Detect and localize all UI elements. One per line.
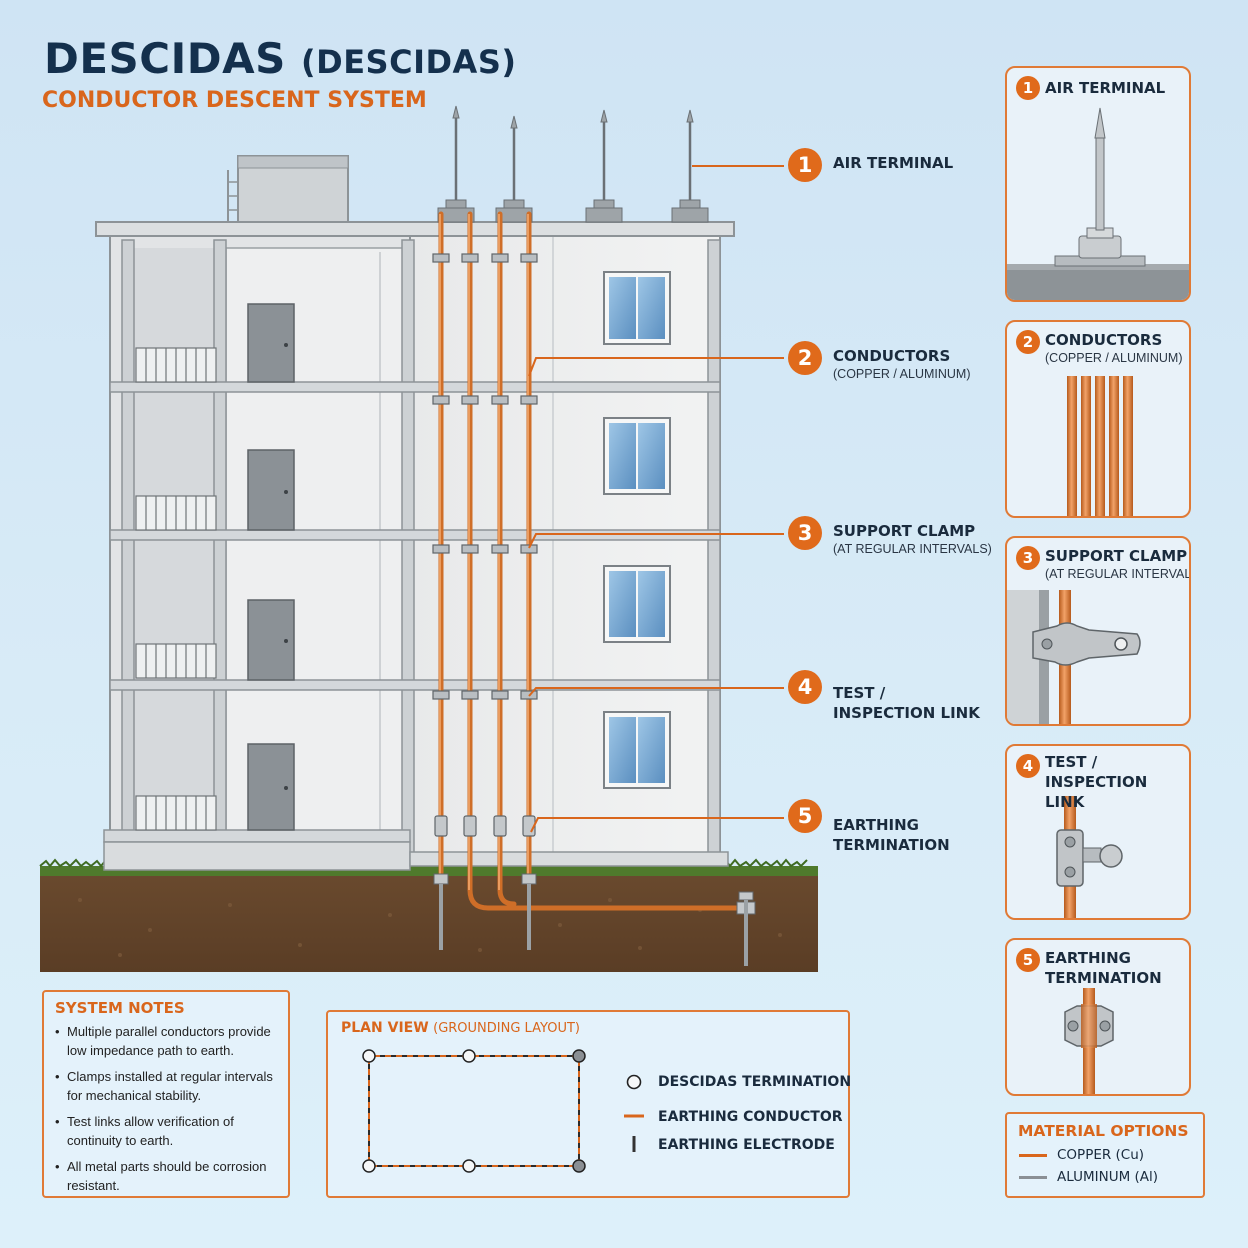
callout-number-badge: 5 [788, 799, 822, 833]
detail-panel-support-clamp: 3 SUPPORT CLAMP (AT REGULAR INTERVALS) [1005, 536, 1191, 726]
callout-label: SUPPORT CLAMP [833, 522, 976, 540]
panel-sublabel: (AT REGULAR INTERVALS) [1045, 567, 1191, 581]
conductors-detail-icon [1067, 376, 1133, 516]
air-terminals [437, 105, 709, 223]
plan-view-box: PLAN VIEW (GROUNDING LAYOUT) DESCIDAS TE… [326, 1010, 852, 1198]
plan-legend-conductor: EARTHING CONDUCTOR [658, 1109, 843, 1125]
earth-electrodes [433, 873, 756, 966]
list-item: Clamps installed at regular intervals fo… [55, 1067, 281, 1105]
panel-label: AIR TERMINAL [1045, 79, 1166, 97]
material-options-box: MATERIAL OPTIONS COPPER (Cu) ALUMINUM (A… [1005, 1112, 1205, 1198]
page-subtitle: CONDUCTOR DESCENT SYSTEM [42, 88, 427, 113]
panel-number-badge: 1 [1016, 76, 1040, 100]
callout-number-badge: 3 [788, 516, 822, 550]
plan-view-subtitle: (GROUNDING LAYOUT) [433, 1021, 580, 1036]
page-title-paren: (DESCIDAS) [301, 43, 517, 81]
list-item: All metal parts should be corrosion resi… [55, 1157, 281, 1195]
earthing-termination-detail-icon [1064, 988, 1114, 1094]
callout-label: CONDUCTORS [833, 347, 951, 365]
list-item: Multiple parallel conductors provide low… [55, 1022, 281, 1060]
callout-number-badge: 1 [788, 148, 822, 182]
page-title: DESCIDAS (DESCIDAS) [44, 34, 517, 83]
plan-view-title: PLAN VIEW [341, 1020, 429, 1036]
material-options-title: MATERIAL OPTIONS [1018, 1122, 1189, 1140]
panel-label: TEST / INSPECTION LINK [1045, 753, 1148, 811]
callout-number-badge: 4 [788, 670, 822, 704]
panel-sublabel: (COPPER / ALUMINUM) [1045, 351, 1183, 365]
panel-number-badge: 5 [1016, 948, 1040, 972]
panel-number-badge: 2 [1016, 330, 1040, 354]
aluminum-swatch-icon [1019, 1176, 1047, 1179]
detail-panel-earthing-termination: 5 EARTHING TERMINATION [1005, 938, 1191, 1096]
leader-lines [528, 165, 784, 833]
plan-view-heading: PLAN VIEW (GROUNDING LAYOUT) [341, 1019, 580, 1037]
air-terminal-detail-icon [1007, 107, 1189, 300]
plan-legend-symbols [624, 1074, 644, 1152]
ground [39, 858, 818, 972]
copper-swatch-icon [1019, 1154, 1047, 1157]
callout-label: TEST / INSPECTION LINK [833, 684, 980, 722]
plan-legend-electrode: EARTHING ELECTRODE [658, 1137, 835, 1153]
callout-sublabel: (AT REGULAR INTERVALS) [833, 542, 992, 556]
roof-structure [227, 155, 349, 227]
panel-label: SUPPORT CLAMP [1045, 547, 1188, 565]
detail-panel-test-link: 4 TEST / INSPECTION LINK [1005, 744, 1191, 920]
callout-number-badge: 2 [788, 341, 822, 375]
material-option-aluminum: ALUMINUM (Al) [1057, 1169, 1159, 1185]
callout-label: EARTHING TERMINATION [833, 816, 950, 854]
list-item: Test links allow verification of continu… [55, 1112, 281, 1150]
panel-number-badge: 3 [1016, 546, 1040, 570]
support-clamps [432, 253, 538, 700]
system-notes-box: SYSTEM NOTES Multiple parallel conductor… [42, 990, 290, 1198]
panel-label: CONDUCTORS [1045, 331, 1163, 349]
building [95, 221, 735, 871]
system-notes-list: Multiple parallel conductors provide low… [55, 1022, 281, 1202]
windows [603, 271, 671, 789]
test-link-detail-icon [1056, 796, 1123, 918]
panel-number-badge: 4 [1016, 754, 1040, 778]
detail-panel-air-terminal: 1 AIR TERMINAL [1005, 66, 1191, 302]
support-clamp-detail-icon [1007, 590, 1141, 724]
plan-legend-termination: DESCIDAS TERMINATION [658, 1074, 852, 1090]
panel-label: EARTHING TERMINATION [1045, 949, 1162, 987]
callout-label: AIR TERMINAL [833, 154, 954, 172]
circle-icon [626, 1074, 642, 1090]
material-option-copper: COPPER (Cu) [1057, 1147, 1145, 1163]
system-notes-title: SYSTEM NOTES [55, 999, 185, 1017]
grounding-layout-diagram [362, 1049, 586, 1173]
detail-panel-conductors: 2 CONDUCTORS (COPPER / ALUMINUM) [1005, 320, 1191, 518]
callout-sublabel: (COPPER / ALUMINUM) [833, 367, 971, 381]
